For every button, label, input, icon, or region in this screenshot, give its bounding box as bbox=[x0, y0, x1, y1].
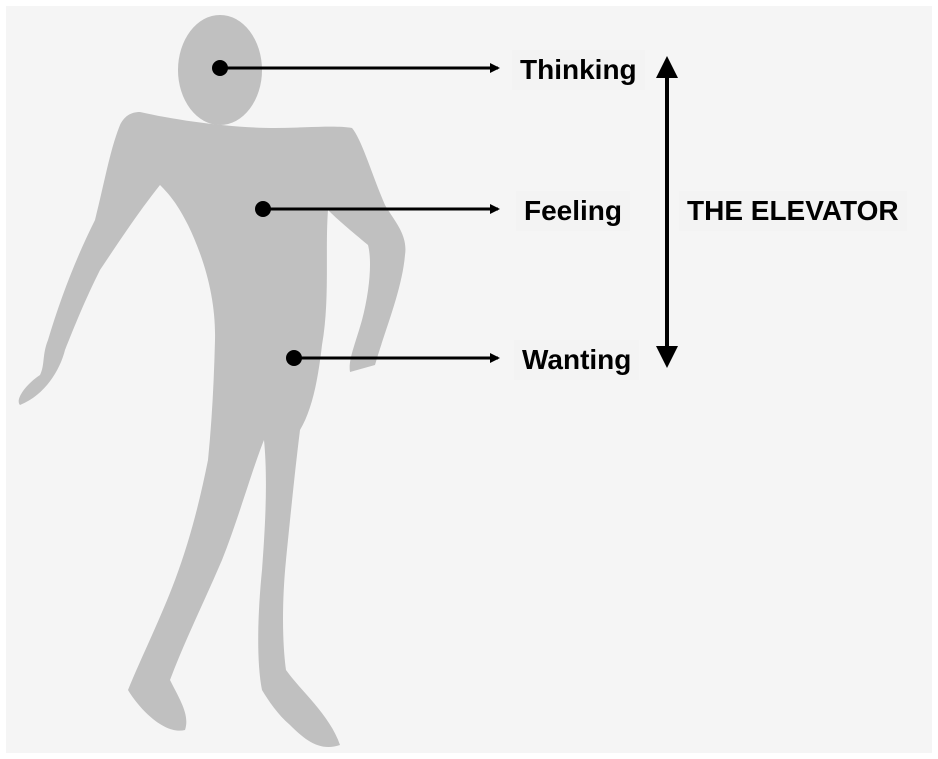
label-feeling: Feeling bbox=[516, 191, 630, 231]
label-thinking: Thinking bbox=[512, 50, 645, 90]
label-the-elevator: THE ELEVATOR bbox=[679, 191, 907, 231]
label-wanting: Wanting bbox=[514, 340, 639, 380]
elevator-arrow-down bbox=[656, 346, 678, 368]
silhouette-body bbox=[19, 112, 406, 747]
elevator-double-arrow bbox=[656, 56, 678, 368]
elevator-arrow-up bbox=[656, 56, 678, 78]
human-silhouette bbox=[19, 15, 406, 747]
